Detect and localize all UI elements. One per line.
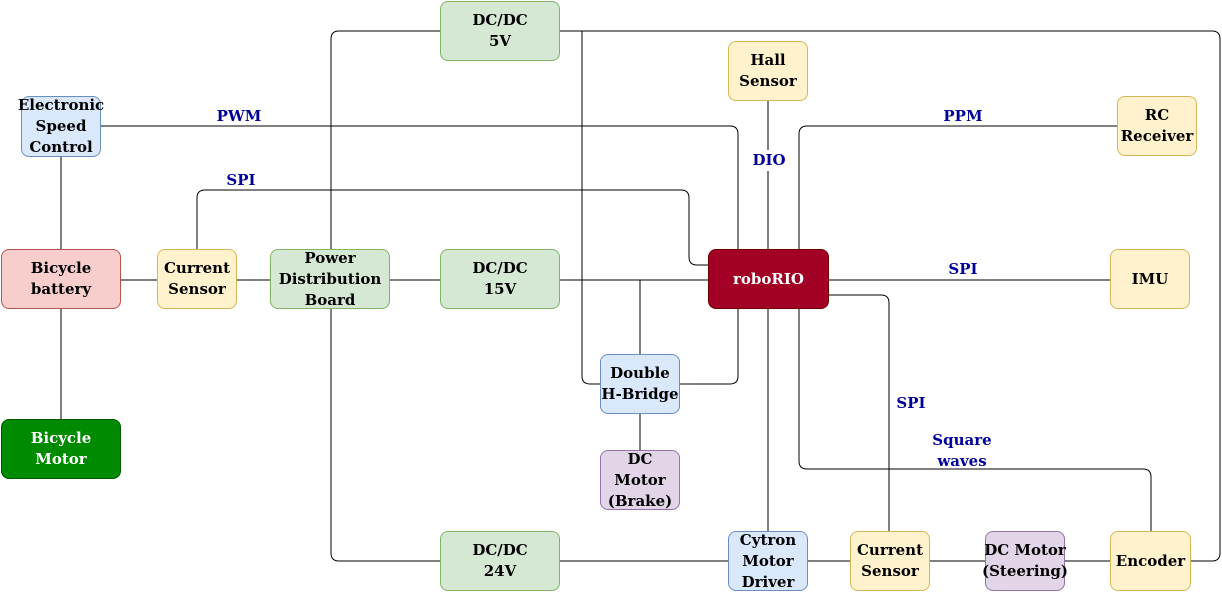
pwm-label: PWM xyxy=(216,107,262,125)
wire-5v-rail-right xyxy=(560,30,1221,562)
current-sensor-bottom-block: Current Sensor xyxy=(850,531,930,591)
wire-roborio-to-h-bridge xyxy=(680,309,739,385)
bicycle-battery-block: Bicycle battery xyxy=(1,249,121,309)
spi-imu-label: SPI xyxy=(948,260,978,278)
dc-motor-brake-block: DC Motor (Brake) xyxy=(600,450,680,510)
encoder-block: Encoder xyxy=(1110,531,1191,591)
wire-esc-pwm xyxy=(101,125,739,249)
double-h-bridge-block: Double H-Bridge xyxy=(600,354,680,414)
current-sensor-left-block: Current Sensor xyxy=(157,249,237,309)
wire-5v-to-h-bridge xyxy=(581,31,600,385)
rc-receiver-block: RC Receiver xyxy=(1117,96,1197,156)
power-distribution-board-block: Power Distribution Board xyxy=(270,249,390,309)
wire-rc-ppm xyxy=(798,125,1117,249)
wire-pdb-to-24v xyxy=(330,309,440,562)
hall-sensor-block: Hall Sensor xyxy=(728,41,808,101)
square-waves-label: Square waves xyxy=(932,431,992,470)
ppm-label: PPM xyxy=(943,107,983,125)
dcdc-15v-block: DC/DC 15V xyxy=(440,249,560,309)
dc-motor-steering-block: DC Motor (Steering) xyxy=(982,531,1068,591)
wire-5v-to-pdb xyxy=(330,30,440,250)
imu-block: IMU xyxy=(1110,249,1190,309)
dcdc-24v-block: DC/DC 24V xyxy=(440,531,560,591)
roborio-block: roboRIO xyxy=(708,249,829,309)
dcdc-5v-block: DC/DC 5V xyxy=(440,1,560,61)
wire-current-sensor-spi xyxy=(196,189,708,266)
bicycle-motor-block: Bicycle Motor xyxy=(1,419,121,479)
spi-right-label: SPI xyxy=(896,394,926,412)
wire-square-waves xyxy=(798,309,1152,531)
cytron-motor-driver-block: Cytron Motor Driver xyxy=(728,531,808,591)
spi-top-label: SPI xyxy=(226,171,256,189)
dio-label: DIO xyxy=(746,150,792,171)
electronic-speed-control-block: Electronic Speed Control xyxy=(17,96,105,157)
wire-roborio-spi-right xyxy=(829,294,890,531)
